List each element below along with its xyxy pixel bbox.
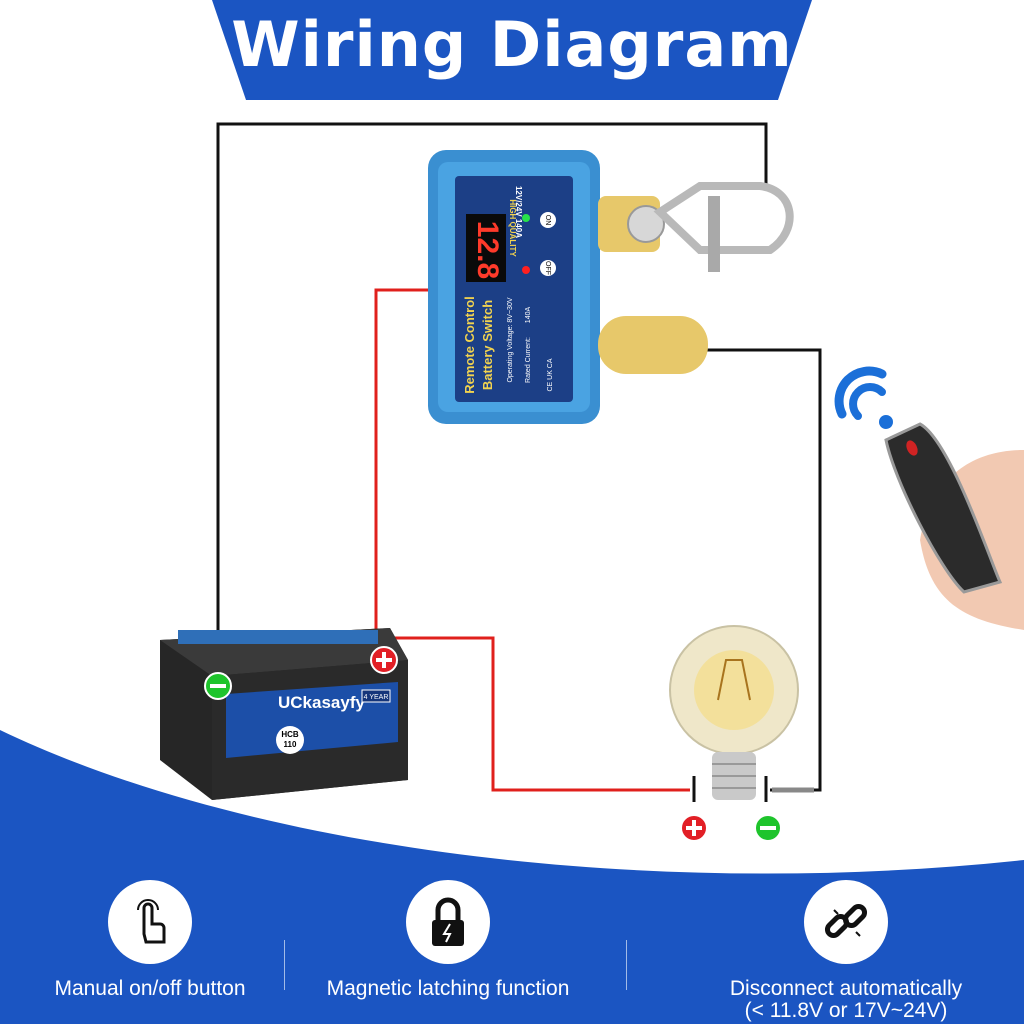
device-marks: CE UK CA [547, 358, 554, 391]
bottom-wave-band [0, 730, 1024, 1024]
svg-text:ON: ON [544, 215, 551, 226]
voltage-display-text: 12.8 [471, 221, 504, 279]
device-name-line1: Remote Control [462, 296, 477, 394]
feature-manual-button: Manual on/off button [0, 880, 300, 1000]
voltage-display [466, 214, 506, 282]
feature-divider [626, 940, 627, 990]
svg-text:HCB: HCB [281, 730, 299, 739]
red-wire-lamp [382, 636, 690, 792]
red-wire-switch [374, 288, 432, 640]
battery-negative-badge [204, 672, 232, 700]
touch-hand-icon [108, 880, 192, 964]
svg-text:OFF: OFF [544, 261, 551, 275]
feature-auto-disconnect: Disconnect automatically (< 11.8V or 17V… [696, 880, 996, 1022]
light-bulb [669, 625, 799, 800]
car-battery: UCkasayfy 4 YEAR HCB 110 [160, 628, 408, 800]
device-rating: 12V/24V 140A [514, 186, 523, 238]
device-spec-current-value: 140A [525, 307, 532, 324]
feature-latching: Magnetic latching function [298, 880, 598, 1000]
feature-label: Magnetic latching function [326, 977, 570, 1000]
remote-control [834, 366, 1024, 630]
battery-label [226, 682, 398, 758]
svg-text:110: 110 [284, 740, 297, 749]
feature-label: Disconnect automatically [729, 977, 963, 1000]
device-name-line2: Battery Switch [480, 300, 495, 390]
battery-positive-badge [370, 646, 398, 674]
feature-divider [284, 940, 285, 990]
device-spec-voltage: Operating Voltage: 8V~30V [507, 297, 514, 382]
battery-brand: UCkasayfy [278, 693, 365, 712]
on-indicator [540, 212, 556, 228]
lock-icon [406, 880, 490, 964]
header-banner [212, 0, 812, 100]
black-wire-top [216, 122, 768, 660]
feature-label: Manual on/off button [54, 977, 246, 1000]
battery-switch-device: 12.8 ON OFF HIGH QUALITY 12V/24V 140A Re… [428, 150, 794, 424]
page-title: Wiring Diagram [231, 8, 793, 81]
device-quality: HIGH QUALITY [508, 199, 517, 257]
device-spec-current: Rated Current: [525, 337, 532, 383]
lamp-negative-badge [754, 814, 782, 842]
off-indicator [540, 260, 556, 276]
lamp-positive-badge [680, 814, 708, 842]
broken-link-icon [804, 880, 888, 964]
svg-text:4 YEAR: 4 YEAR [364, 694, 389, 701]
feature-sublabel: (< 11.8V or 17V~24V) [744, 999, 948, 1022]
